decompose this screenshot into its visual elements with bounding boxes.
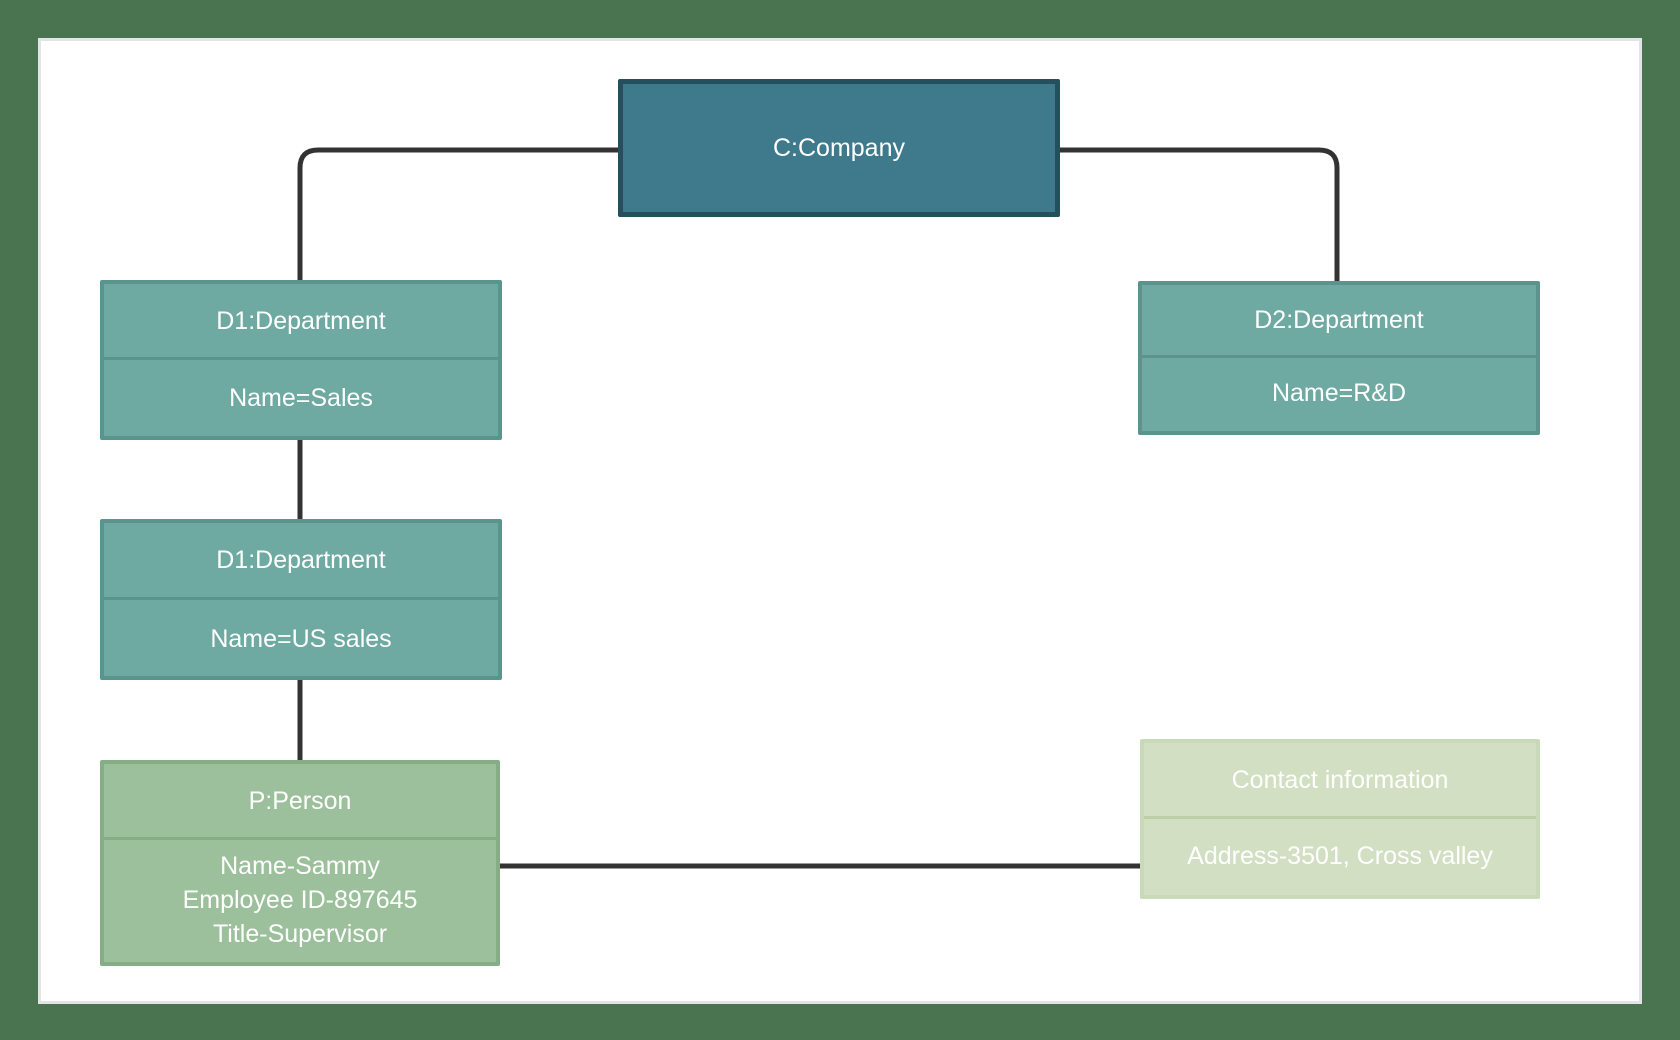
person-title: P:Person	[104, 764, 496, 840]
node-department-sales[interactable]: D1:Department Name=Sales	[100, 280, 502, 440]
person-job-title: Title-Supervisor	[212, 919, 388, 948]
node-department-rd[interactable]: D2:Department Name=R&D	[1138, 281, 1540, 435]
node-person[interactable]: P:Person Name-Sammy Employee ID-897645 T…	[100, 760, 500, 966]
connector-layer	[297, 147, 1340, 869]
company-label: C:Company	[773, 134, 905, 162]
person-attributes: Name-Sammy Employee ID-897645 Title-Supe…	[104, 840, 496, 959]
node-company[interactable]: C:Company	[618, 79, 1060, 217]
connector-company-to-rd	[1060, 147, 1340, 281]
contact-title: Contact information	[1144, 743, 1536, 819]
department-sales-title: D1:Department	[104, 284, 498, 360]
person-employee-id: Employee ID-897645	[182, 885, 418, 914]
node-contact-info[interactable]: Contact information Address-3501, Cross …	[1140, 739, 1540, 899]
contact-address: Address-3501, Cross valley	[1187, 841, 1493, 870]
person-name: Name-Sammy	[220, 851, 380, 880]
department-rd-title: D2:Department	[1142, 285, 1536, 358]
department-rd-attribute: Name=R&D	[1271, 379, 1407, 407]
department-us-sales-attribute: Name=US sales	[210, 624, 392, 653]
connector-company-to-sales	[297, 147, 618, 280]
node-department-us-sales[interactable]: D1:Department Name=US sales	[100, 519, 502, 680]
department-us-sales-title: D1:Department	[104, 523, 498, 600]
diagram-canvas: C:Company D1:Department Name=Sales D2:De…	[38, 38, 1642, 1004]
department-sales-attribute: Name=Sales	[229, 384, 373, 412]
